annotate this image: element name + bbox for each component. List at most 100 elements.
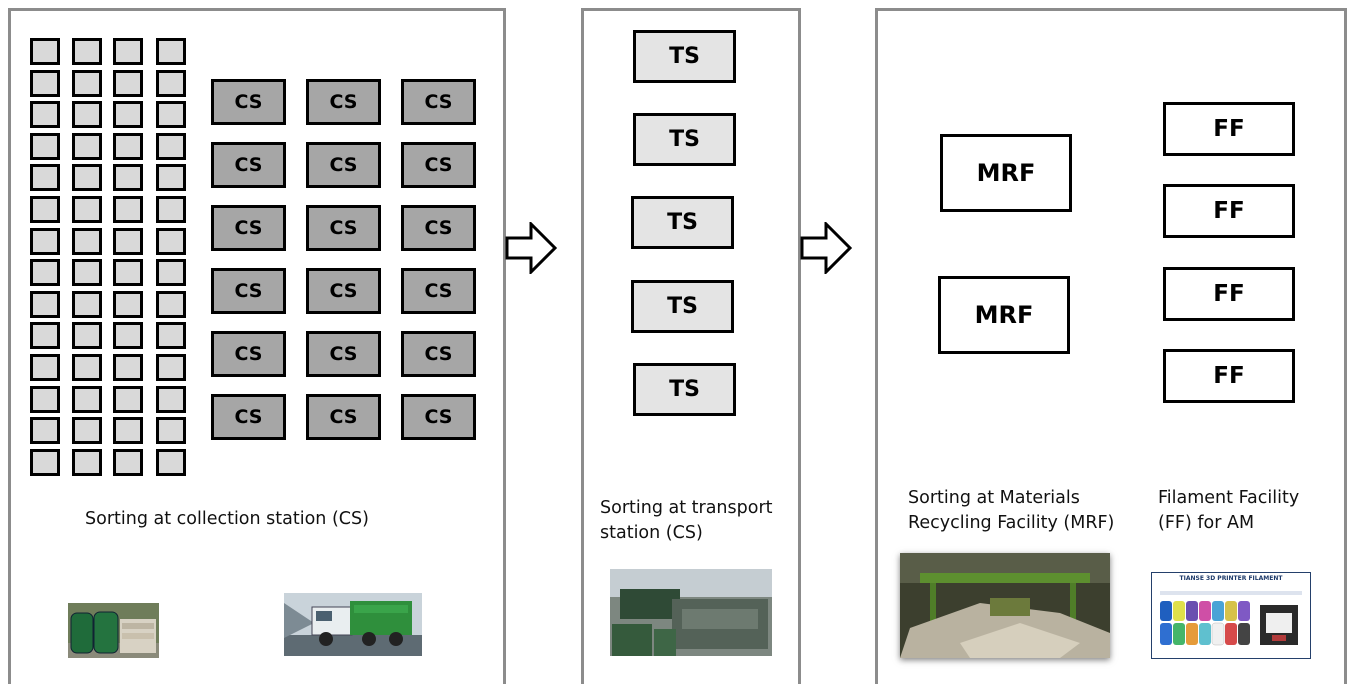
cs-box: CS	[211, 205, 286, 251]
bin-square	[156, 38, 186, 65]
bin-square	[72, 133, 102, 160]
ts-box: TS	[633, 113, 736, 166]
bin-square	[113, 38, 143, 65]
bin-square	[156, 322, 186, 349]
mrf-box: MRF	[940, 134, 1072, 212]
cs-box: CS	[401, 394, 476, 440]
mrf-caption: Sorting at Materials Recycling Facility …	[908, 486, 1114, 536]
bin-square	[72, 449, 102, 476]
bin-square	[156, 417, 186, 444]
bin-square	[30, 38, 60, 65]
bin-square	[72, 386, 102, 413]
bin-square	[30, 354, 60, 381]
cs-box: CS	[401, 142, 476, 188]
cs-box: CS	[306, 205, 381, 251]
bin-square	[156, 354, 186, 381]
bin-square	[30, 196, 60, 223]
bin-square	[156, 259, 186, 286]
bin-square	[30, 101, 60, 128]
ts-box: TS	[633, 363, 736, 416]
bin-square	[30, 228, 60, 255]
bin-square	[113, 196, 143, 223]
bin-square	[72, 228, 102, 255]
bin-square	[113, 417, 143, 444]
ts-box: TS	[631, 280, 734, 333]
mrf-caption-line2: Recycling Facility (MRF)	[908, 513, 1115, 533]
bin-square	[30, 386, 60, 413]
cs-box: CS	[306, 331, 381, 377]
ff-box: FF	[1163, 184, 1295, 238]
bin-square	[113, 133, 143, 160]
cs-box: CS	[211, 394, 286, 440]
cs-box: CS	[211, 142, 286, 188]
cs-box: CS	[306, 268, 381, 314]
bin-square	[113, 322, 143, 349]
bin-square	[72, 101, 102, 128]
ff-caption: Filament Facility (FF) for AM	[1158, 486, 1299, 536]
cs-box: CS	[401, 205, 476, 251]
cs-box: CS	[306, 142, 381, 188]
collection-caption: Sorting at collection station (CS)	[85, 509, 369, 529]
transport-caption-line2: station (CS)	[600, 523, 703, 543]
cs-box: CS	[306, 394, 381, 440]
ff-box: FF	[1163, 102, 1295, 156]
ff-caption-line2: (FF) for AM	[1158, 513, 1255, 533]
filament-banner-text: TIANSE 3D PRINTER FILAMENT	[1179, 575, 1283, 582]
bin-square	[72, 417, 102, 444]
bin-square	[113, 101, 143, 128]
bin-square	[72, 291, 102, 318]
bin-square	[72, 70, 102, 97]
bin-square	[113, 386, 143, 413]
bin-square	[156, 133, 186, 160]
bin-square	[72, 164, 102, 191]
transport-caption-line1: Sorting at transport	[600, 498, 773, 518]
bin-square	[156, 449, 186, 476]
bin-square	[113, 70, 143, 97]
bin-square	[113, 228, 143, 255]
bin-square	[113, 164, 143, 191]
cs-box: CS	[306, 79, 381, 125]
bin-square	[30, 70, 60, 97]
bin-square	[156, 164, 186, 191]
cs-box: CS	[211, 331, 286, 377]
bin-square	[72, 259, 102, 286]
bin-square	[30, 291, 60, 318]
cs-box: CS	[401, 331, 476, 377]
bin-square	[72, 196, 102, 223]
bin-square	[156, 228, 186, 255]
mrf-caption-line1: Sorting at Materials	[908, 488, 1080, 508]
bin-square	[113, 449, 143, 476]
bin-square	[30, 417, 60, 444]
cs-box: CS	[401, 268, 476, 314]
cs-box: CS	[401, 79, 476, 125]
right-hollow-arrow-icon	[505, 222, 557, 274]
bin-square	[156, 386, 186, 413]
bin-square	[156, 101, 186, 128]
bin-square	[156, 291, 186, 318]
ff-box: FF	[1163, 349, 1295, 403]
transport-caption: Sorting at transport station (CS)	[600, 496, 773, 546]
bin-square	[113, 291, 143, 318]
cs-box: CS	[211, 79, 286, 125]
transport-station-photo	[610, 569, 772, 656]
ff-box: FF	[1163, 267, 1295, 321]
bin-square	[30, 164, 60, 191]
bin-square	[30, 259, 60, 286]
ts-box: TS	[631, 196, 734, 249]
printer-filament-photo: TIANSE 3D PRINTER FILAMENT	[1151, 572, 1311, 659]
mrf-box: MRF	[938, 276, 1070, 354]
ff-caption-line1: Filament Facility	[1158, 488, 1300, 508]
mrf-interior-photo	[900, 553, 1110, 658]
ts-box: TS	[633, 30, 736, 83]
bin-square	[72, 38, 102, 65]
bin-square	[72, 322, 102, 349]
cs-box: CS	[211, 268, 286, 314]
bin-square	[30, 322, 60, 349]
bin-square	[156, 70, 186, 97]
garbage-truck-photo	[284, 593, 422, 656]
bin-square	[113, 354, 143, 381]
bin-square	[156, 196, 186, 223]
bin-square	[72, 354, 102, 381]
recycling-bins-photo	[68, 603, 159, 658]
bin-square	[30, 449, 60, 476]
